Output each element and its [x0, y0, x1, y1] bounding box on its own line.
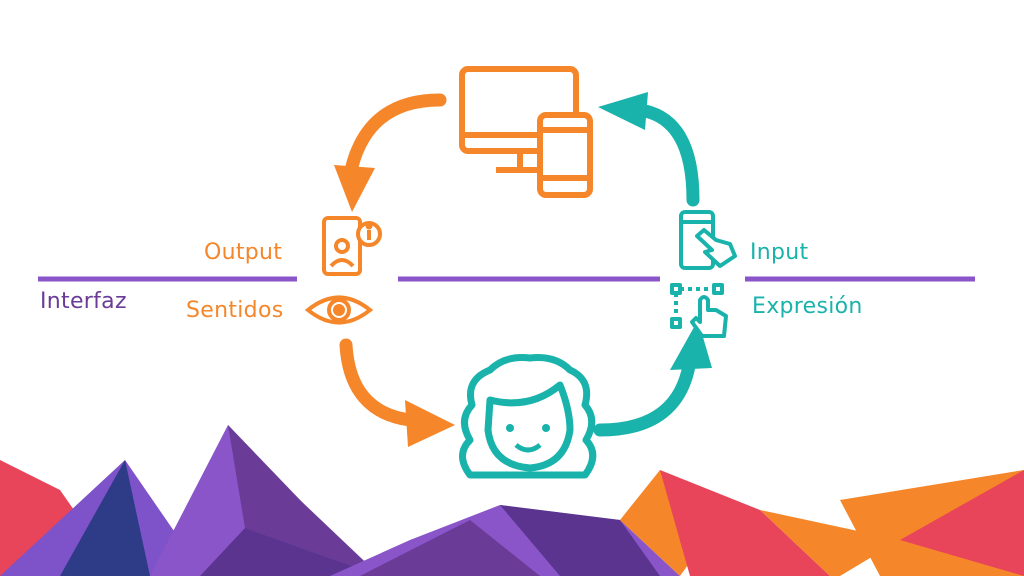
sentidos-label: Sentidos	[186, 298, 284, 323]
phone-touch-icon	[679, 210, 737, 270]
interfaz-label: Interfaz	[40, 289, 127, 314]
expresion-label: Expresión	[752, 294, 863, 319]
desktop-and-phone-icon	[459, 66, 593, 198]
woman-face-icon	[459, 354, 597, 479]
arrow-user-to-expression-icon	[593, 320, 712, 437]
arrow-top-to-output-icon	[334, 93, 447, 212]
arrow-input-to-top-icon	[598, 92, 700, 207]
output-label: Output	[204, 240, 283, 265]
input-label: Input	[750, 240, 809, 265]
mountain-background	[0, 425, 1024, 576]
eye-icon	[304, 295, 374, 325]
phone-info-icon	[322, 216, 382, 276]
arrow-senses-to-user-icon	[339, 338, 455, 447]
touch-selection-icon	[670, 283, 728, 338]
